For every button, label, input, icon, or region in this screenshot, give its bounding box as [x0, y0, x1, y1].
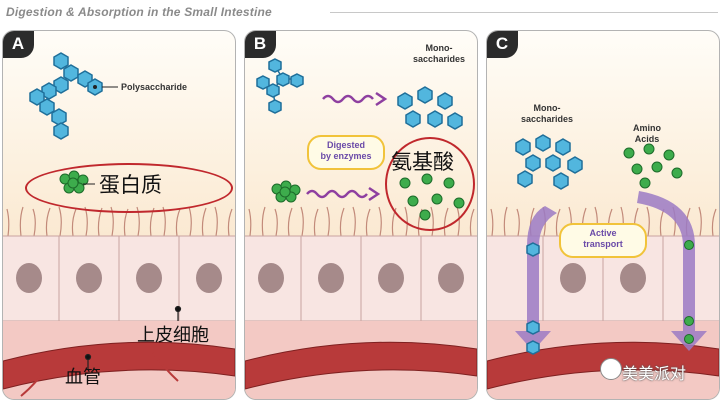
blood-vessel — [245, 341, 477, 390]
monosaccharide-hexagons — [397, 86, 463, 130]
panel-a: A Polysaccharide 蛋白质 上皮细胞 血管 — [2, 30, 236, 400]
protein-highlight-oval — [25, 163, 233, 213]
panel-a-badge: A — [3, 31, 34, 58]
epithelial-cell-label: 上皮细胞 — [137, 325, 209, 345]
panel-a-artwork — [3, 52, 235, 399]
amino-acid-highlight-oval — [385, 137, 475, 231]
digested-by-enzymes-label: Digested by enzymes — [307, 135, 385, 170]
panel-c-badge: C — [487, 31, 518, 58]
amino-acids — [623, 143, 683, 189]
polysaccharide-chain — [29, 52, 118, 140]
panel-c-artwork — [487, 134, 719, 399]
page-title: Digestion & Absorption in the Small Inte… — [6, 5, 272, 19]
enzyme-wave-top — [322, 91, 388, 107]
villi — [6, 206, 233, 237]
monosaccharides-label: Mono- saccharides — [520, 103, 574, 124]
active-transport-arrow-left — [515, 206, 557, 351]
panel-b: B Mono- saccharides Digested by enzymes … — [244, 30, 478, 400]
protein-label: 蛋白质 — [99, 174, 162, 197]
blood-vessel — [3, 341, 235, 390]
amino-acid-label: 氨基酸 — [391, 151, 454, 174]
panel-b-badge: B — [245, 31, 276, 58]
epithelial-cells — [245, 235, 477, 322]
watermark-logo-icon — [600, 358, 622, 380]
panel-c: C Mono- saccharides Amino Acids Active t… — [486, 30, 720, 400]
active-transport-label: Active transport — [559, 223, 647, 258]
polysaccharide-chain — [256, 58, 304, 114]
monosaccharides-label: Mono- saccharides — [412, 43, 466, 64]
title-rule — [330, 12, 718, 13]
protein-cluster — [271, 180, 301, 203]
enzyme-wave-bottom — [306, 186, 381, 202]
epithelial-cells — [3, 235, 235, 322]
panel-b-artwork — [245, 58, 477, 399]
active-transport-arrow-right — [637, 191, 707, 351]
amino-acids-label: Amino Acids — [633, 123, 661, 144]
blood-vessel-label: 血管 — [65, 367, 101, 387]
monosaccharide-hexagons — [515, 134, 583, 190]
watermark-text: 美美派对 — [622, 366, 687, 383]
polysaccharide-label: Polysaccharide — [121, 82, 188, 92]
